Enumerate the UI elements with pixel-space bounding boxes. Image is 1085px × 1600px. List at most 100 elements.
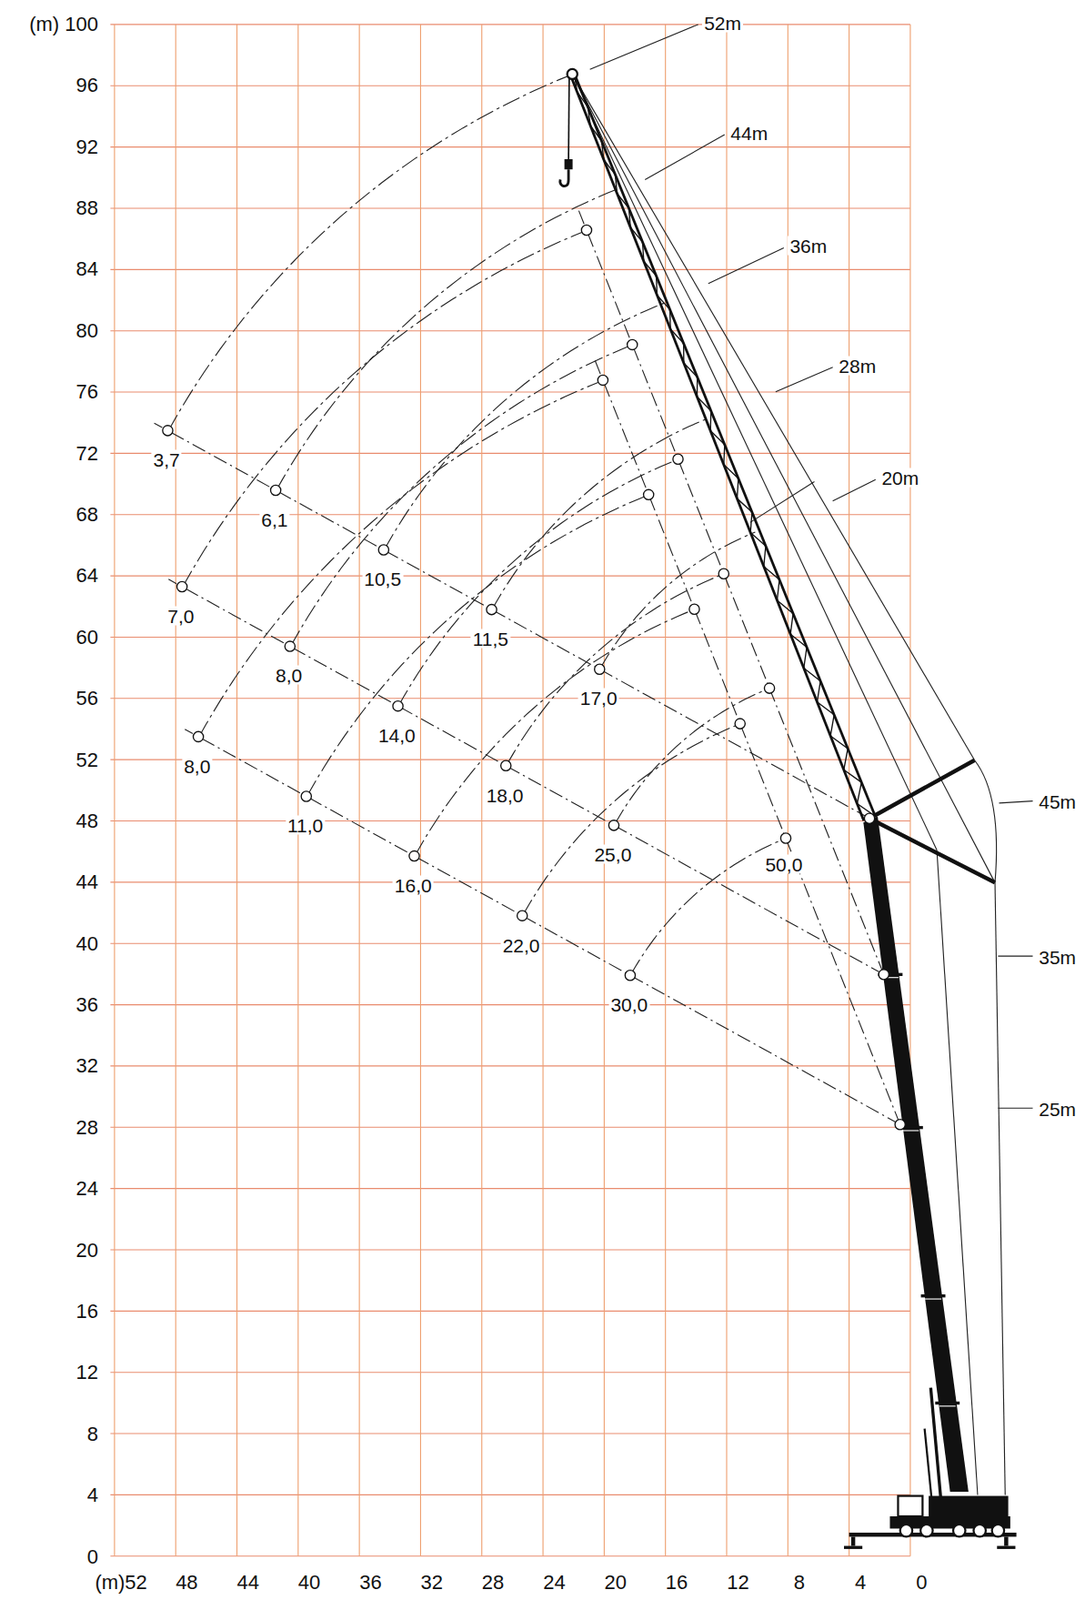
grid-line <box>110 330 911 332</box>
grid-line <box>110 1494 911 1496</box>
x-axis-label: 12 <box>724 1572 751 1593</box>
jib-radius-arc <box>383 302 664 550</box>
y-axis-label: 96 <box>74 75 101 96</box>
y-axis-label: 64 <box>74 565 101 586</box>
leader-line <box>775 367 834 392</box>
jib-radius-arc <box>506 573 724 766</box>
load-capacity: 7,0 <box>165 605 196 625</box>
grid-line <box>848 24 850 1557</box>
range-line <box>154 422 870 819</box>
y-axis-label: 8 <box>85 1424 101 1445</box>
wheel <box>900 1524 913 1537</box>
load-point <box>501 760 512 771</box>
outrigger-jack <box>1004 1536 1008 1546</box>
grid-line <box>110 1064 911 1066</box>
grid-line <box>110 207 911 209</box>
jib-radius-arc <box>613 688 770 826</box>
jib-chord <box>570 74 864 821</box>
outrigger-jack <box>851 1536 855 1546</box>
load-point <box>878 969 889 980</box>
grid-line <box>110 1187 911 1189</box>
load-capacity: 30,0 <box>608 994 650 1015</box>
jib-length-label: 28m <box>836 355 878 375</box>
cab <box>897 1496 923 1517</box>
grid-line <box>110 452 911 454</box>
jib-length-label: 44m <box>728 122 770 142</box>
boom-section-mark <box>934 1401 960 1405</box>
load-point <box>271 484 282 495</box>
x-axis-label: 32 <box>418 1572 444 1593</box>
jib-chord <box>573 73 875 817</box>
y-axis-label: 68 <box>74 504 101 525</box>
leader-line <box>997 955 1033 957</box>
range-line <box>578 208 885 975</box>
load-point <box>608 820 619 831</box>
load-capacity: 18,0 <box>484 784 526 804</box>
grid-line <box>110 391 911 392</box>
crane <box>560 69 1017 1549</box>
range-line <box>593 358 900 1125</box>
load-capacity: 50,0 <box>763 853 804 874</box>
grid-line <box>110 820 911 822</box>
y-axis-label: (m) 100 <box>27 14 101 35</box>
load-point <box>409 850 420 861</box>
load-capacity: 22,0 <box>501 934 543 955</box>
y-axis-label: 84 <box>74 259 101 280</box>
main-boom <box>863 815 969 1492</box>
x-axis-label: 44 <box>234 1572 261 1593</box>
jib-lacing <box>573 73 875 817</box>
jib-radius-arc <box>414 609 695 856</box>
load-point <box>734 718 745 729</box>
y-axis-label: 72 <box>74 443 101 464</box>
outrigger-pad <box>843 1546 863 1549</box>
luffing-cylinder <box>924 1428 933 1501</box>
wheel <box>992 1524 1005 1537</box>
load-points <box>162 224 905 1129</box>
grid-line <box>603 24 605 1557</box>
jib-radius-arc <box>168 74 573 432</box>
load-point <box>643 489 654 500</box>
y-axis-label: 92 <box>74 137 101 158</box>
load-capacity: 16,0 <box>392 874 434 895</box>
load-point <box>624 970 635 981</box>
leader-line <box>708 248 784 284</box>
rigging <box>572 24 1033 1496</box>
x-axis-label: 36 <box>357 1572 383 1593</box>
load-capacity: 11,0 <box>285 815 325 835</box>
grid-line <box>110 1310 911 1312</box>
luffing-cylinder <box>930 1387 941 1500</box>
grid-line <box>664 24 666 1557</box>
grid-line <box>110 575 911 577</box>
jib-radius-arc <box>398 459 679 706</box>
load-capacity: 6,1 <box>259 509 290 529</box>
leader-line <box>644 134 725 180</box>
grid-line <box>175 24 177 1557</box>
y-axis-label: 80 <box>74 321 101 342</box>
grid-line <box>110 1004 911 1005</box>
load-capacity: 3,7 <box>151 449 182 469</box>
x-axis-label: 28 <box>480 1572 506 1593</box>
guy-line <box>572 73 937 850</box>
load-point <box>392 701 403 712</box>
grid-line <box>110 1126 911 1128</box>
load-point <box>162 425 173 436</box>
wheel <box>920 1524 933 1537</box>
x-axis-label: 8 <box>792 1572 807 1593</box>
boom-section-mark <box>921 1294 946 1297</box>
hook-block <box>564 159 573 170</box>
y-axis-label: 76 <box>74 381 101 402</box>
load-capacity: 11,5 <box>471 628 511 648</box>
grid-line <box>110 1371 911 1373</box>
load-point <box>627 339 638 350</box>
leader-line <box>997 1107 1033 1109</box>
x-axis-label: 20 <box>602 1572 628 1593</box>
a-frame-strut <box>869 818 995 884</box>
guy-line <box>994 882 1005 1495</box>
grid-line <box>113 24 115 1557</box>
grid-line <box>725 24 727 1557</box>
load-capacity: 8,0 <box>273 665 304 685</box>
y-axis-label: 36 <box>74 994 101 1015</box>
